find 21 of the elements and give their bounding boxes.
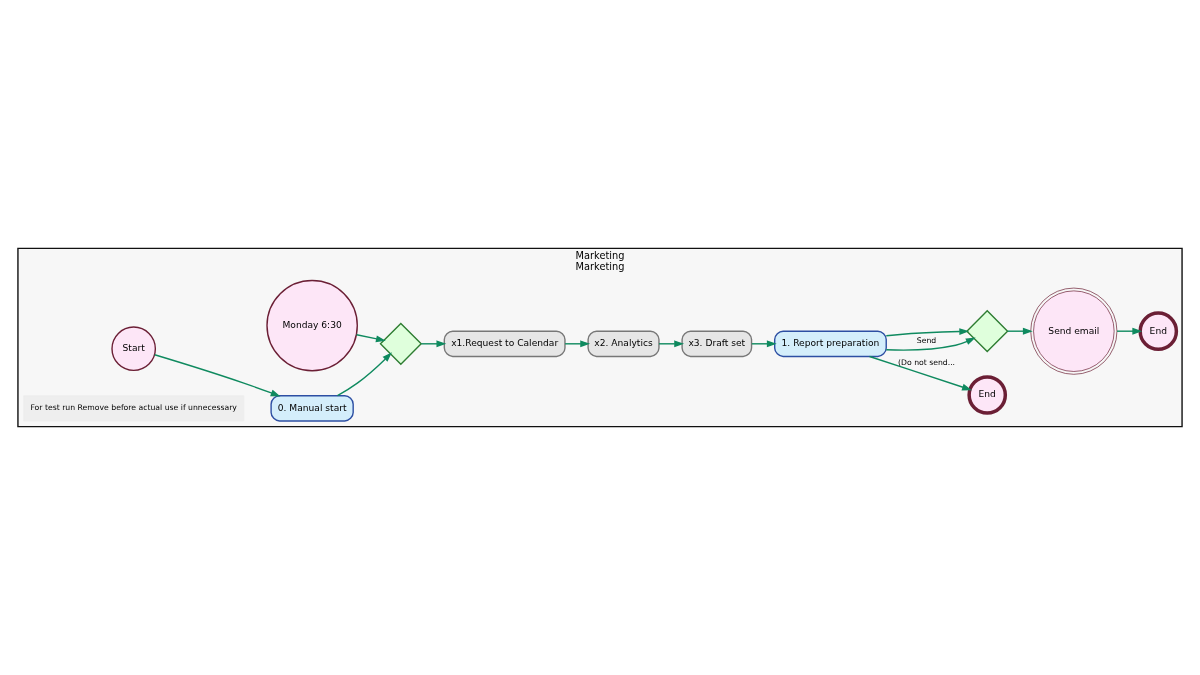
arrow [885, 328, 970, 337]
arrow [1007, 327, 1033, 335]
arrow [658, 340, 685, 348]
arrow [1116, 327, 1143, 335]
arrow [336, 352, 392, 397]
node-box: x3. Draft set [681, 330, 753, 358]
arrow [153, 354, 281, 397]
node-circle: End [967, 375, 1008, 415]
arrow [868, 355, 972, 391]
node-box: x2. Analytics [587, 330, 660, 358]
arrow [355, 334, 386, 343]
node-box: 1. Report preparation [774, 330, 887, 358]
node-circle: Start [111, 326, 157, 372]
arrow [885, 337, 976, 351]
arrow [564, 340, 591, 348]
node-box: x1.Request to Calendar [443, 330, 566, 358]
arrow [751, 340, 777, 348]
node-circle: Monday 6:30 [266, 279, 358, 372]
node-box: 0. Manual start [270, 395, 354, 422]
arrow [420, 340, 447, 348]
node-circle: End [1138, 311, 1179, 352]
